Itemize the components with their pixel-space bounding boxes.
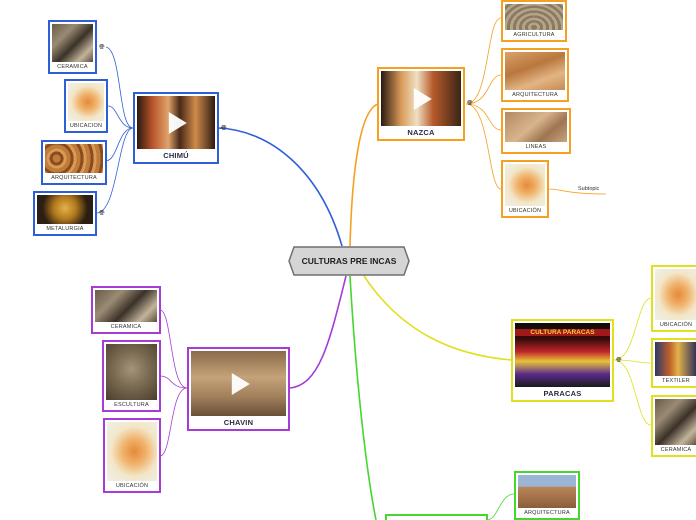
bottom-arquitectura-image xyxy=(518,475,576,508)
chimu-video-thumbnail[interactable] xyxy=(137,96,215,149)
chimu-ubicacion-map xyxy=(68,83,104,121)
central-topic[interactable]: CULTURAS PRE INCAS xyxy=(288,246,410,276)
play-icon[interactable] xyxy=(168,111,187,134)
nazca-arquitectura-node[interactable]: ARQUITECTURA xyxy=(501,48,569,102)
nazca-ubicacion-label: UBICACIÓN xyxy=(508,208,542,214)
paracas-textiler-label: TEXTILER xyxy=(662,378,690,384)
nazca-lineas-node[interactable]: LINEAS xyxy=(501,108,571,154)
link-central-paracas xyxy=(363,275,513,361)
globe-icon[interactable]: 🌐︎ xyxy=(99,44,105,51)
nazca-subtopic[interactable]: Subtopic xyxy=(578,186,600,192)
play-icon[interactable] xyxy=(231,372,250,395)
bottom-arquitectura-label: ARQUITECTURA xyxy=(524,510,570,516)
nazca-arquitectura-label: ARQUITECTURA xyxy=(512,92,558,98)
chimu-label: CHIMÚ xyxy=(163,151,189,160)
globe-icon[interactable]: 🌐︎ xyxy=(616,357,622,364)
link-central-bottom xyxy=(349,275,377,520)
chavin-ubicacion-node[interactable]: UBICACIÓN xyxy=(103,418,161,493)
nazca-lineas-image xyxy=(505,112,567,142)
chimu-node[interactable]: CHIMÚ xyxy=(133,92,219,164)
nazca-agricultura-node[interactable]: AGRICULTURA xyxy=(501,0,567,42)
chimu-metalurgia-label: METALURGIA xyxy=(46,226,84,232)
globe-icon[interactable]: 🌐︎ xyxy=(221,125,227,132)
chavin-escultura-label: ESCULTURA xyxy=(114,402,149,408)
chavin-node[interactable]: CHAVIN xyxy=(187,347,290,431)
paracas-ceramica-label: CERAMICA xyxy=(660,447,692,453)
chavin-ceramica-label: CERAMICA xyxy=(110,324,142,330)
paracas-label: PARACAS xyxy=(543,389,582,398)
chimu-arquitectura-node[interactable]: ARQUITECTURA xyxy=(41,140,107,185)
central-topic-title: CULTURAS PRE INCAS xyxy=(301,256,397,266)
chimu-arquitectura-label: ARQUITECTURA xyxy=(51,175,97,181)
nazca-label: NAZCA xyxy=(407,128,435,137)
paracas-ceramica-node[interactable]: CERAMICA xyxy=(651,395,696,457)
nazca-arquitectura-image xyxy=(505,52,565,90)
paracas-node[interactable]: CULTURA PARACAS PARACAS xyxy=(511,319,614,402)
nazca-ubicacion-node[interactable]: UBICACIÓN xyxy=(501,160,549,218)
globe-icon[interactable]: 🌐︎ xyxy=(99,210,105,217)
nazca-ubicacion-map xyxy=(505,164,545,206)
bottom-branch-node[interactable] xyxy=(385,514,488,520)
chavin-label: CHAVIN xyxy=(223,418,254,427)
paracas-ceramica-image xyxy=(655,399,696,445)
link-central-chavin xyxy=(289,275,347,389)
nazca-node[interactable]: NAZCA xyxy=(377,67,465,141)
chimu-ceramica-node[interactable]: CERAMICA xyxy=(48,20,97,74)
chavin-escultura-image xyxy=(106,344,157,400)
chavin-ubicacion-map xyxy=(107,422,157,481)
chavin-ubicacion-label: UBICACIÓN xyxy=(115,483,149,489)
chavin-escultura-node[interactable]: ESCULTURA xyxy=(102,340,161,412)
link-central-nazca xyxy=(349,103,379,247)
chimu-metalurgia-image xyxy=(37,195,93,224)
paracas-textiler-node[interactable]: TEXTILER xyxy=(651,338,696,388)
paracas-ubicacion-label: UBICACIÓN xyxy=(659,322,693,328)
chimu-metalurgia-node[interactable]: METALURGIA xyxy=(33,191,97,236)
chavin-video-thumbnail[interactable] xyxy=(191,351,286,416)
chimu-ubicacion-label: UBICACION xyxy=(69,123,103,129)
paracas-textiler-image xyxy=(655,342,696,376)
chavin-ceramica-node[interactable]: CERAMICA xyxy=(91,286,161,334)
bottom-arquitectura-node[interactable]: ARQUITECTURA xyxy=(514,471,580,520)
nazca-agricultura-image xyxy=(505,4,563,30)
nazca-agricultura-label: AGRICULTURA xyxy=(513,32,555,38)
chavin-ceramica-image xyxy=(95,290,157,322)
paracas-ubicacion-map xyxy=(655,269,696,320)
play-icon[interactable] xyxy=(413,87,432,110)
chimu-ubicacion-node[interactable]: UBICACION xyxy=(64,79,108,133)
paracas-ubicacion-node[interactable]: UBICACIÓN xyxy=(651,265,696,332)
paracas-banner: CULTURA PARACAS xyxy=(515,329,610,336)
nazca-video-thumbnail[interactable] xyxy=(381,71,461,126)
chimu-ceramica-label: CERAMICA xyxy=(57,64,88,70)
chimu-arquitectura-image xyxy=(45,144,103,173)
chimu-ceramica-image xyxy=(52,24,93,62)
nazca-lineas-label: LINEAS xyxy=(525,144,547,150)
globe-icon[interactable]: 🌐︎ xyxy=(467,100,473,107)
paracas-image[interactable]: CULTURA PARACAS xyxy=(515,323,610,387)
link-central-chimu xyxy=(217,127,343,247)
